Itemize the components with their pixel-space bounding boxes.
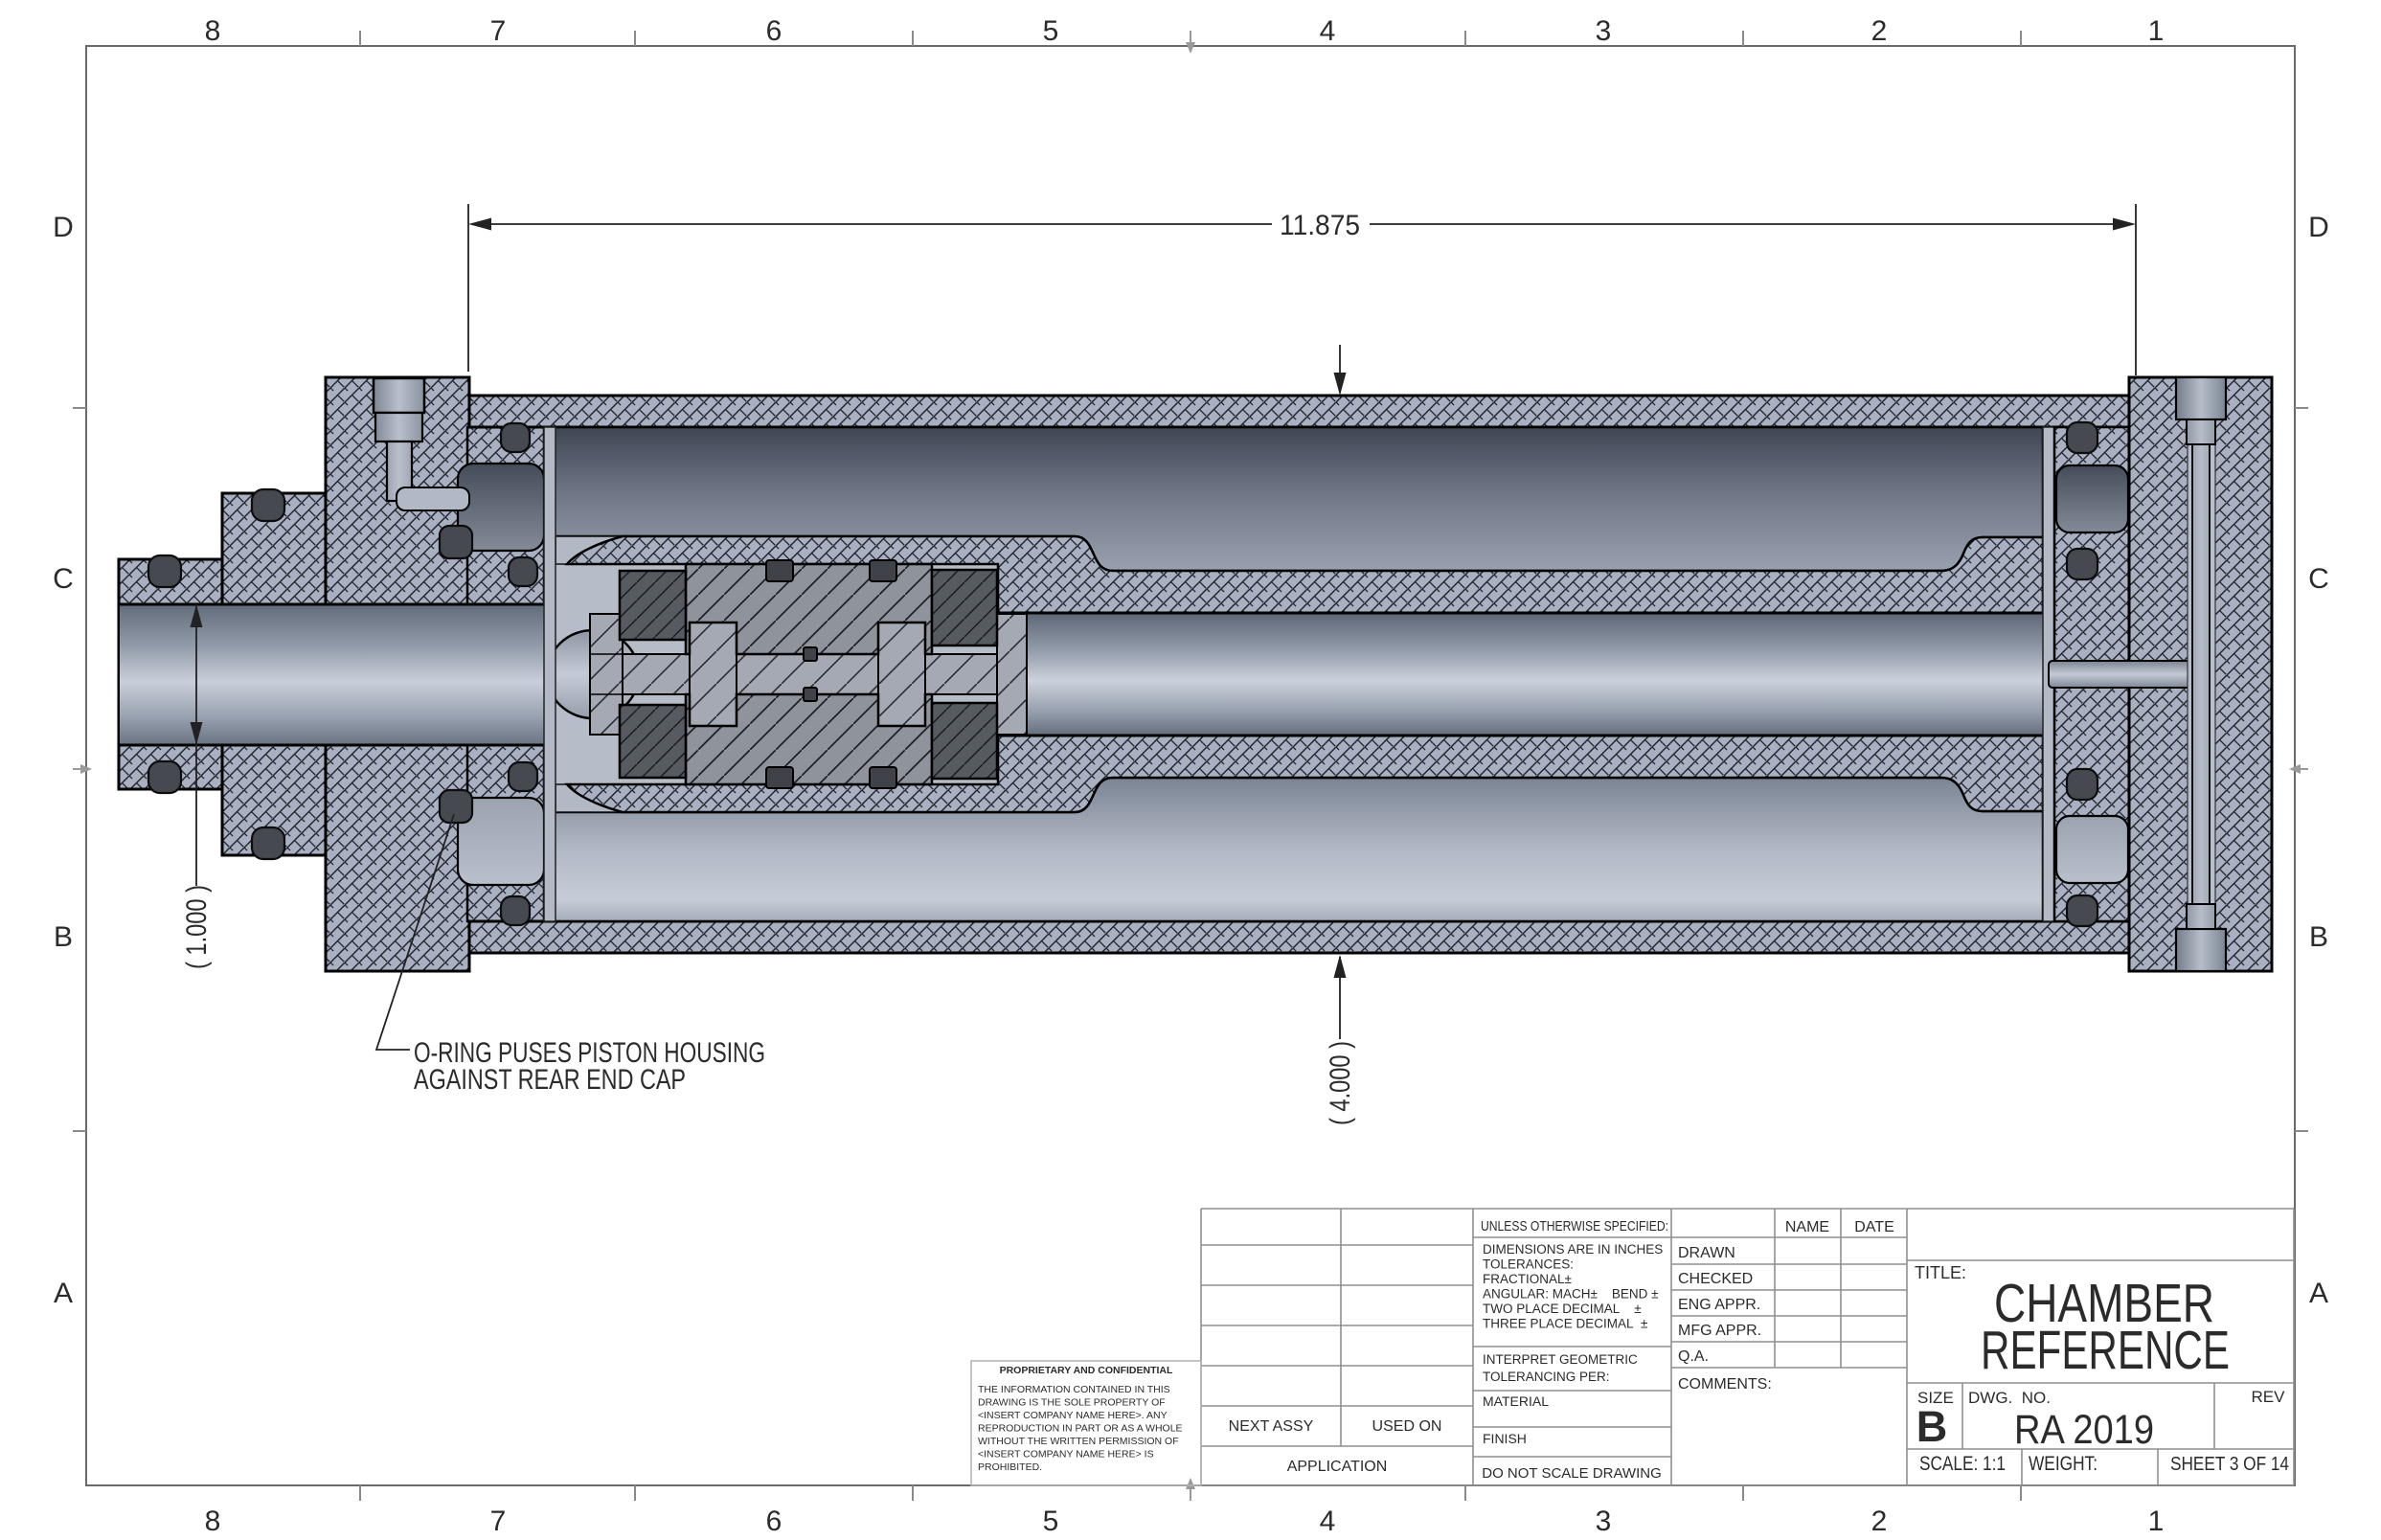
svg-text:APPLICATION: APPLICATION [1287,1459,1388,1475]
svg-text:D: D [2308,212,2329,243]
svg-text:REPRODUCTION IN PART OR AS A W: REPRODUCTION IN PART OR AS A WHOLE [978,1423,1183,1435]
svg-text:DRAWN: DRAWN [1678,1245,1735,1261]
svg-text:SCALE: 1:1: SCALE: 1:1 [1919,1453,2006,1475]
svg-text:UNLESS OTHERWISE SPECIFIED:: UNLESS OTHERWISE SPECIFIED: [1481,1219,1668,1234]
svg-text:CHAMBER: CHAMBER [1994,1273,2214,1334]
svg-text:11.875: 11.875 [1280,210,1360,241]
svg-text:TOLERANCES:: TOLERANCES: [1483,1257,1574,1272]
svg-text:A: A [2309,1278,2328,1309]
svg-text:DIMENSIONS ARE IN INCHES: DIMENSIONS ARE IN INCHES [1483,1242,1663,1257]
svg-text:8: 8 [205,15,221,47]
svg-text:FRACTIONAL±: FRACTIONAL± [1483,1272,1572,1286]
svg-text:3: 3 [1596,15,1612,47]
svg-text:DO NOT SCALE DRAWING: DO NOT SCALE DRAWING [1482,1465,1662,1482]
svg-text:8: 8 [205,1506,221,1537]
svg-text:INTERPRET GEOMETRIC: INTERPRET GEOMETRIC [1483,1352,1638,1367]
svg-text:MATERIAL: MATERIAL [1483,1393,1549,1409]
svg-text:6: 6 [766,1506,782,1537]
svg-text:SHEET 3 OF 14: SHEET 3 OF 14 [2170,1454,2289,1475]
svg-text:C: C [2308,563,2329,595]
svg-text:3: 3 [1596,1506,1612,1537]
svg-text:TITLE:: TITLE: [1915,1263,1966,1282]
svg-text:DRAWING IS THE SOLE PROPERTY O: DRAWING IS THE SOLE PROPERTY OF [978,1397,1166,1409]
svg-text:FINISH: FINISH [1483,1431,1527,1446]
svg-text:D: D [53,212,74,243]
svg-text:COMMENTS:: COMMENTS: [1678,1376,1772,1393]
svg-text:TWO PLACE DECIMAL ±: TWO PLACE DECIMAL ± [1483,1302,1642,1316]
svg-text:<INSERT COMPANY NAME HERE> IS: <INSERT COMPANY NAME HERE> IS [978,1449,1154,1461]
svg-text:PROPRIETARY AND CONFIDENTIAL: PROPRIETARY AND CONFIDENTIAL [1000,1365,1173,1376]
svg-text:4: 4 [1320,1506,1336,1537]
svg-text:Q.A.: Q.A. [1678,1348,1709,1365]
svg-text:DWG. NO.: DWG. NO. [1968,1389,2051,1407]
svg-text:NEXT ASSY: NEXT ASSY [1229,1418,1314,1435]
svg-text:NAME: NAME [1785,1219,1829,1235]
svg-text:<INSERT COMPANY NAME HERE>. A: <INSERT COMPANY NAME HERE>. ANY [978,1410,1168,1421]
svg-text:ENG APPR.: ENG APPR. [1678,1297,1760,1313]
svg-text:1: 1 [2148,15,2165,47]
svg-text:PROHIBITED.: PROHIBITED. [978,1461,1042,1473]
svg-text:AGAINST REAR END CAP: AGAINST REAR END CAP [414,1064,686,1096]
svg-text:O-RING PUSES PISTON HOUSING: O-RING PUSES PISTON HOUSING [414,1037,765,1069]
svg-text:DATE: DATE [1854,1219,1893,1235]
svg-text:REV: REV [2252,1388,2286,1406]
svg-text:TOLERANCING PER:: TOLERANCING PER: [1483,1370,1610,1384]
svg-text:5: 5 [1043,1506,1059,1537]
svg-text:RA 2019: RA 2019 [2014,1407,2154,1453]
svg-text:2: 2 [1871,15,1888,47]
svg-text:7: 7 [490,1506,507,1537]
svg-text:2: 2 [1871,1506,1888,1537]
svg-text:ANGULAR: MACH± BEND ±: ANGULAR: MACH± BEND ± [1483,1287,1659,1302]
svg-text:CHECKED: CHECKED [1678,1271,1753,1287]
svg-text:4: 4 [1320,15,1336,47]
svg-text:B: B [2309,921,2328,953]
svg-text:C: C [53,563,74,595]
svg-text:B: B [54,921,73,953]
svg-text:THE INFORMATION CONTAINED IN T: THE INFORMATION CONTAINED IN THIS [978,1384,1170,1395]
svg-text:WEIGHT:: WEIGHT: [2029,1453,2098,1475]
svg-text:SIZE: SIZE [1917,1389,1954,1407]
svg-text:6: 6 [766,15,782,47]
svg-text:MFG APPR.: MFG APPR. [1678,1323,1761,1339]
svg-text:7: 7 [490,15,507,47]
svg-text:( 1.000 ): ( 1.000 ) [181,885,213,969]
svg-text:WITHOUT THE WRITTEN PERMISSION: WITHOUT THE WRITTEN PERMISSION OF [978,1436,1179,1447]
svg-text:REFERENCE: REFERENCE [1981,1320,2230,1381]
svg-text:A: A [54,1278,73,1309]
svg-text:( 4.000 ): ( 4.000 ) [1325,1041,1356,1125]
svg-text:THREE PLACE DECIMAL ±: THREE PLACE DECIMAL ± [1483,1317,1647,1331]
svg-text:1: 1 [2148,1506,2165,1537]
svg-text:5: 5 [1043,15,1059,47]
svg-text:B: B [1916,1402,1948,1451]
svg-text:USED ON: USED ON [1372,1418,1442,1435]
